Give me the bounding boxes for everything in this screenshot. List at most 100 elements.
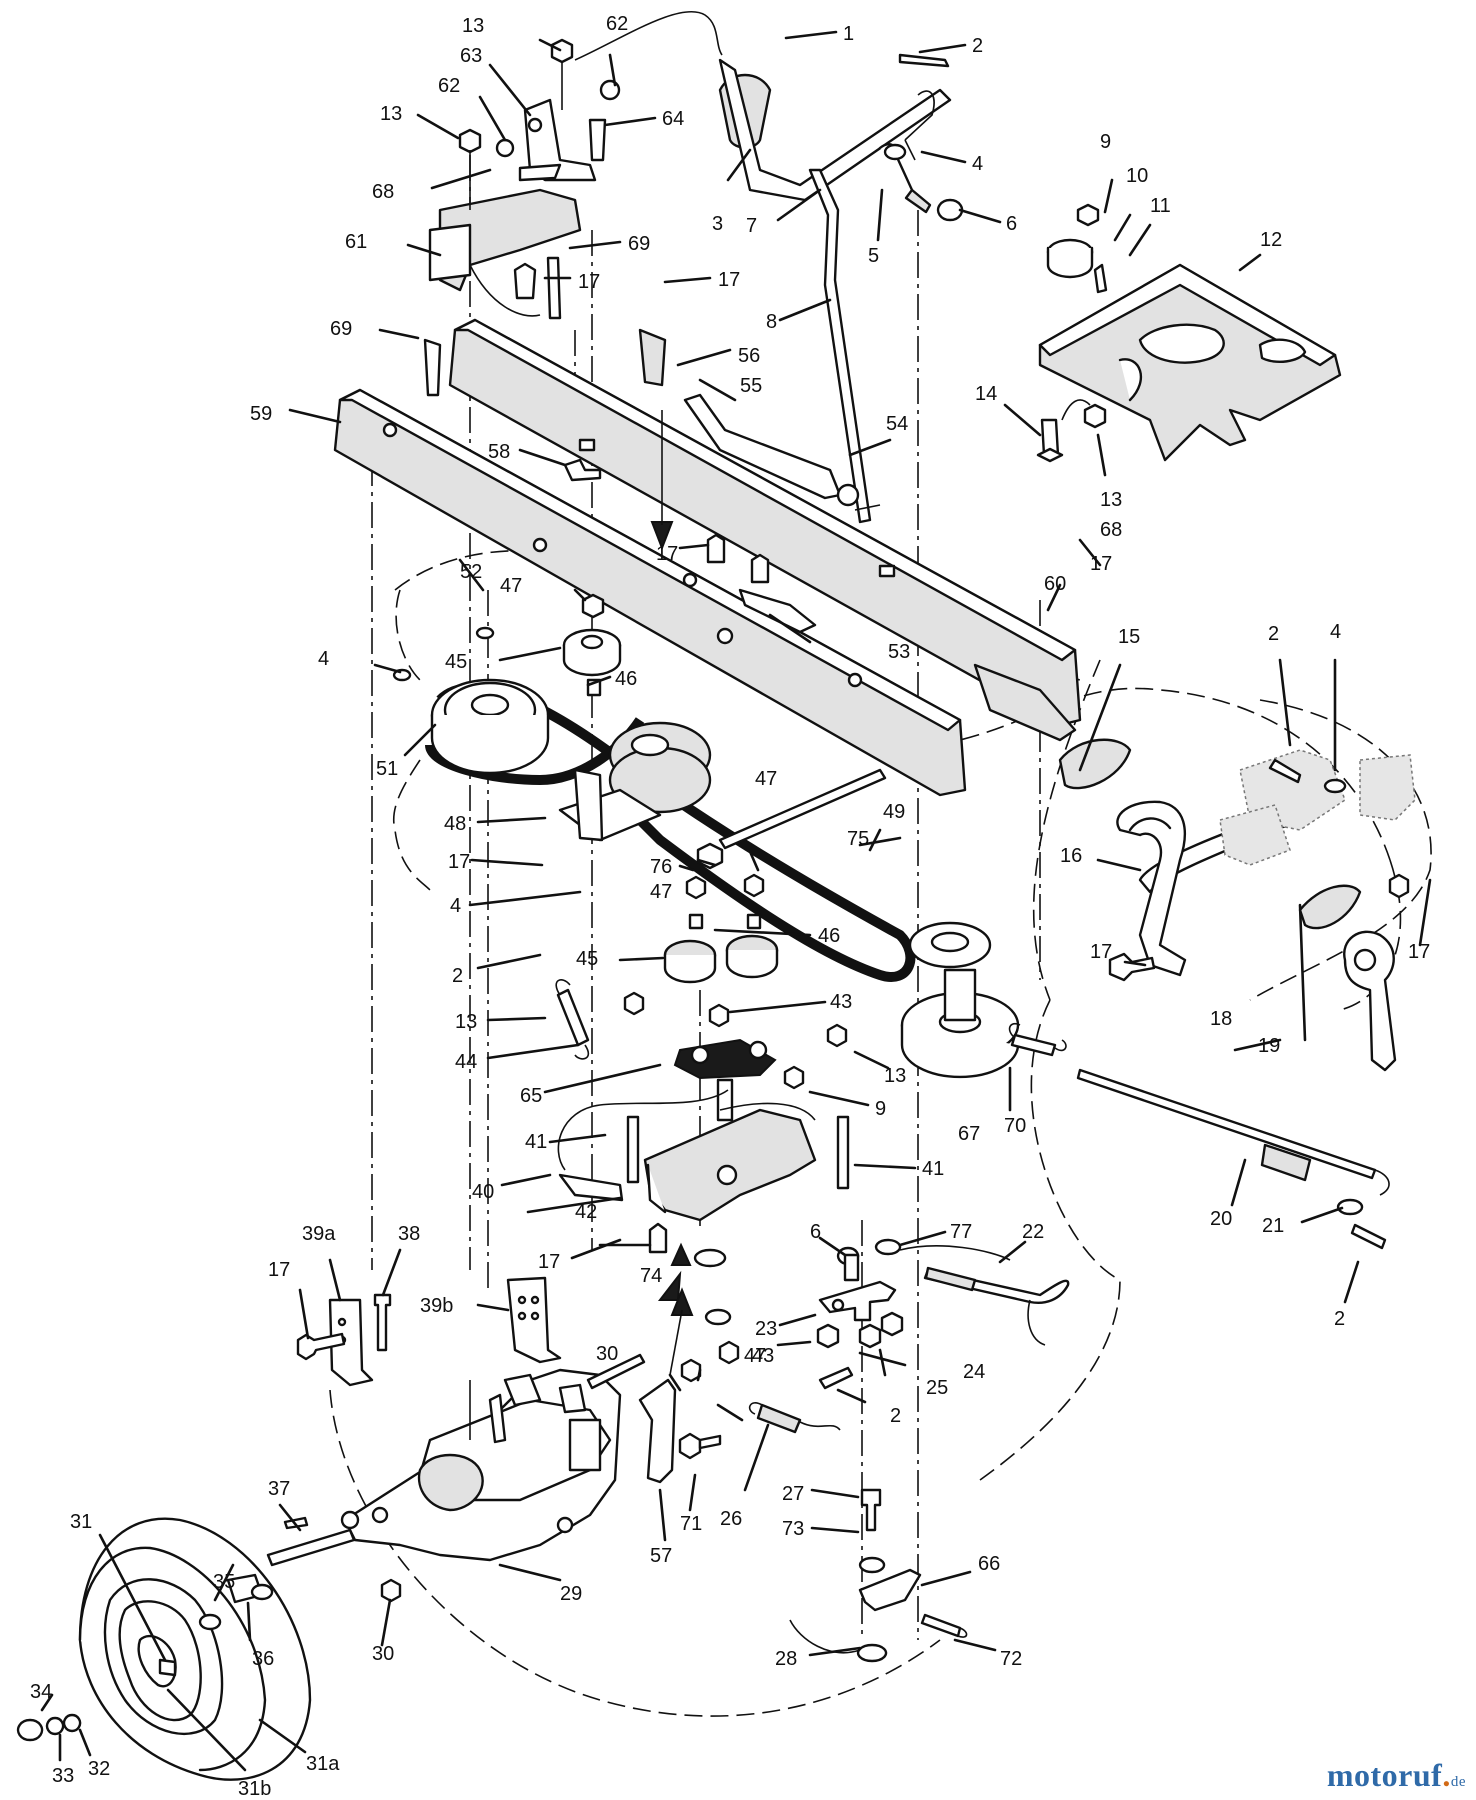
arrow-74-b [657, 1270, 682, 1301]
arm-57 [638, 1378, 677, 1484]
pedal-pad-18 [1298, 884, 1362, 930]
bolt-13-top [550, 38, 574, 64]
brake-rod-spring [924, 1266, 977, 1292]
watermark-dot: . [1442, 1757, 1451, 1793]
washer-73 [858, 1556, 886, 1574]
shift-rod-vertical [808, 168, 872, 524]
nut-43-lower [816, 1323, 840, 1349]
callout: 13 [462, 15, 484, 37]
callout: 17 [268, 1259, 290, 1281]
callout: 2 [1334, 1308, 1345, 1330]
input-shaft [586, 1353, 646, 1390]
callout: 66 [978, 1553, 1000, 1575]
callout: 70 [1004, 1115, 1026, 1137]
callout: 47 [650, 881, 672, 903]
callout: 45 [445, 651, 467, 673]
engine-pulley-51 [430, 678, 550, 775]
callout: 38 [398, 1223, 420, 1245]
bushing-46-right [746, 913, 762, 930]
double-pulley-48 [558, 721, 712, 842]
bushing-74 [693, 1248, 727, 1268]
nut-9-center [783, 1065, 805, 1090]
nut-13-plate [1083, 403, 1107, 429]
callout: 1 [843, 23, 854, 45]
callout: 23 [755, 1318, 777, 1340]
callout: 8 [766, 311, 777, 333]
nut-47-left [685, 875, 707, 900]
transmission-bracket-group [296, 1276, 841, 1484]
nut-13-center [623, 991, 645, 1016]
callout: 6 [1006, 213, 1017, 235]
callout: 28 [775, 1648, 797, 1670]
callout: 54 [886, 413, 908, 435]
small-washer [883, 143, 907, 161]
pedal-pad-15 [1058, 738, 1132, 790]
callout: 17 [578, 271, 600, 293]
callout: 56 [738, 345, 760, 367]
callout: 10 [1126, 165, 1148, 187]
nut-13-right [826, 1023, 848, 1048]
bolt-17-42 [648, 1222, 668, 1254]
callout: 13 [1100, 489, 1122, 511]
callout: 32 [88, 1758, 110, 1780]
callout: 2 [972, 35, 983, 57]
clip-32 [62, 1713, 82, 1733]
bolt-25 [858, 1323, 882, 1349]
callout: 37 [268, 1478, 290, 1500]
callout: 24 [963, 1361, 985, 1383]
callout: 11 [1150, 195, 1171, 217]
callout-labels: 1 2 4 6 3 7 5 8 9 10 11 12 14 13 13 62 6… [30, 13, 1430, 1800]
callout: 12 [1260, 229, 1282, 251]
callout: 35 [213, 1571, 235, 1593]
callout: 4 [450, 895, 461, 917]
drive-belt [436, 683, 916, 982]
callout: 4 [1330, 621, 1341, 643]
stud-11 [1093, 263, 1108, 294]
nut-9 [1076, 203, 1100, 227]
callout: 62 [438, 75, 460, 97]
callout: 17 [1090, 941, 1112, 963]
callout: 47 [744, 1345, 766, 1367]
callout: 30 [372, 1643, 394, 1665]
bolt-17-rail-b [750, 553, 770, 584]
pedal-arm-16 [1116, 800, 1187, 977]
callout: 17 [656, 543, 678, 565]
callout: 3 [712, 213, 723, 235]
cotter-pin-2-lower [818, 1366, 854, 1390]
cotter-pin-2-rod [1350, 1223, 1387, 1250]
callout: 58 [488, 441, 510, 463]
callout: 68 [1100, 519, 1122, 541]
washer-35b [250, 1583, 274, 1601]
callout: 13 [380, 103, 402, 125]
drive-shaft-75 [718, 768, 887, 850]
callout: 69 [628, 233, 650, 255]
bolt-64 [588, 118, 607, 162]
idler-pulley-45-left [663, 939, 717, 984]
callout: 2 [1268, 623, 1279, 645]
callout: 72 [1000, 1648, 1022, 1670]
callout: 51 [376, 758, 398, 780]
callout: 34 [30, 1681, 52, 1703]
bolt-17-bracket [513, 262, 537, 300]
callout: 41 [922, 1158, 944, 1180]
callout: 42 [575, 1201, 597, 1223]
cotter-pin-72 [920, 1613, 962, 1638]
callout: 16 [1060, 845, 1082, 867]
callout: 48 [444, 813, 466, 835]
nut-24 [880, 1311, 904, 1337]
callout: 27 [782, 1483, 804, 1505]
callout: 52 [460, 561, 482, 583]
callout: 17 [1408, 941, 1430, 963]
washer-4-pedal [1323, 778, 1347, 794]
arrow-74-a [670, 1242, 692, 1266]
drive-belt-group [392, 593, 1020, 1079]
callout: 43 [830, 991, 852, 1013]
bolt-17-pedal-left [1108, 952, 1156, 982]
nut-47-lower [718, 1340, 740, 1365]
callout: 22 [1022, 1221, 1044, 1243]
bolt-13-left [458, 128, 482, 154]
callout: 40 [472, 1181, 494, 1203]
watermark-tld: de [1450, 1774, 1466, 1790]
callout: 15 [1118, 626, 1140, 648]
nut-47-right [743, 873, 765, 898]
